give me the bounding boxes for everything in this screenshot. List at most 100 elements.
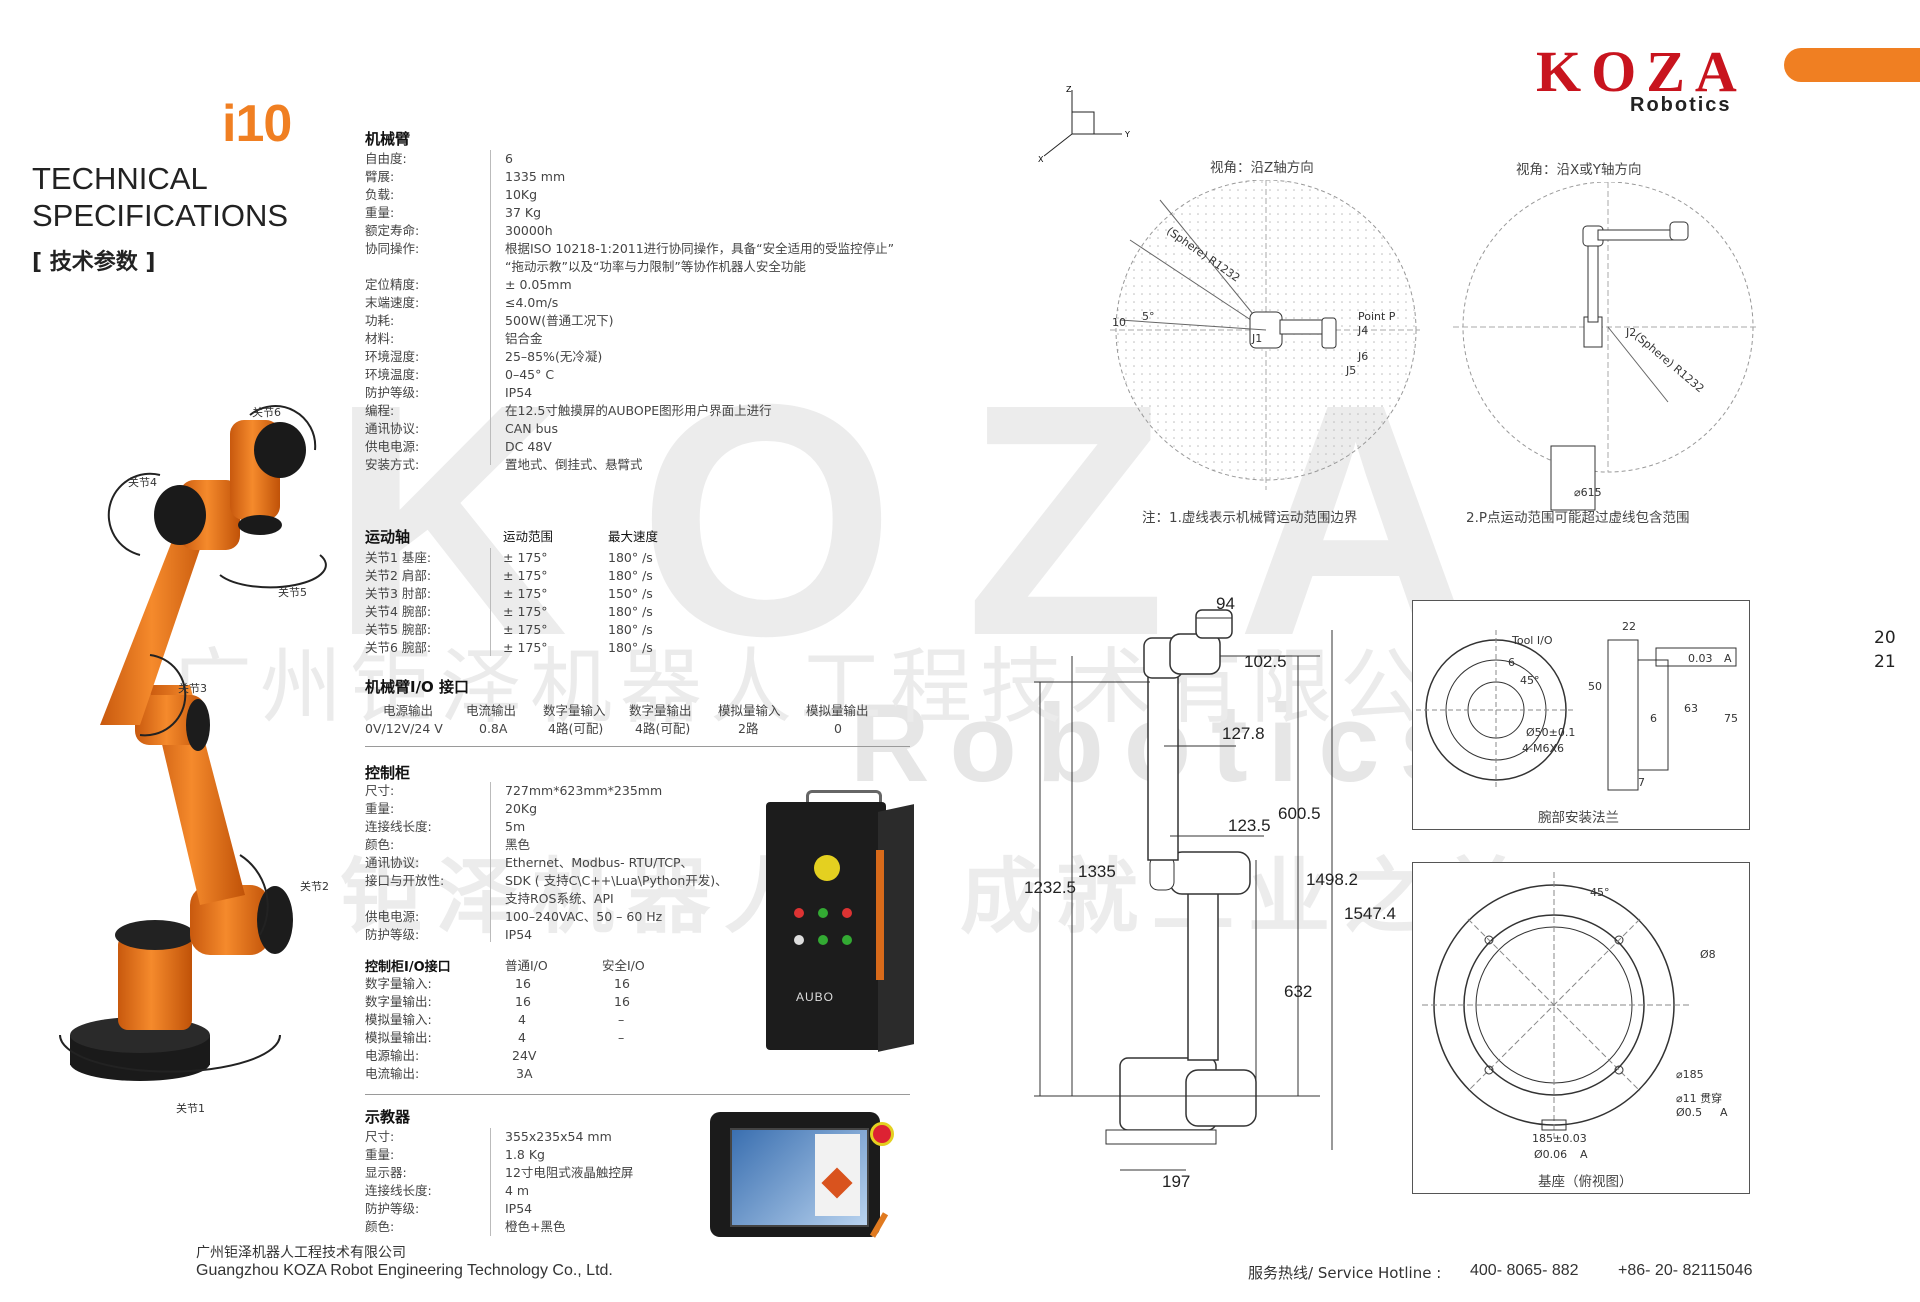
axis-speed: 180° /s xyxy=(608,604,653,619)
spec-value: 黑色 xyxy=(505,837,531,852)
flange-45: 45° xyxy=(1520,674,1540,687)
dim-102-5: 102.5 xyxy=(1244,652,1287,671)
dim-1335: 1335 xyxy=(1078,862,1116,881)
spec-value: ≤4.0m/s xyxy=(505,295,559,310)
io-label: 电源输出: xyxy=(365,1048,420,1063)
axis-speed: 180° /s xyxy=(608,622,653,637)
model-name: i10 xyxy=(222,95,292,153)
spec-label: 重量: xyxy=(365,205,395,220)
io-normal: 4 xyxy=(518,1012,526,1027)
brand-logo: KOZA Robotics xyxy=(1536,42,1766,122)
spec-label: 负载: xyxy=(365,187,395,202)
spec-value: 1.8 Kg xyxy=(505,1147,545,1162)
axis-label: 关节2 肩部: xyxy=(365,568,432,583)
spec-value: 根据ISO 10218-1:2011进行协同操作，具备“安全适用的受监控停止” xyxy=(505,241,895,256)
io-safety: – xyxy=(618,1030,625,1045)
io-header: 模拟量输出 xyxy=(806,703,869,718)
footer-company-en: Guangzhou KOZA Robot Engineering Technol… xyxy=(196,1262,613,1279)
spec-value: 727mm*623mm*235mm xyxy=(505,783,663,798)
title-line-2: SPECIFICATIONS xyxy=(32,198,289,233)
spec-value: ± 0.05mm xyxy=(505,277,572,292)
dim-197: 197 xyxy=(1162,1172,1191,1191)
spec-label: 显示器: xyxy=(365,1165,407,1180)
spec-label: 安装方式: xyxy=(365,457,420,472)
status-led-icon xyxy=(794,908,804,918)
axes-section-title: 运动轴 xyxy=(365,528,411,546)
spec-label: 定位精度: xyxy=(365,277,420,292)
spec-value: IP54 xyxy=(505,385,533,400)
dim-1547-4: 1547.4 xyxy=(1344,904,1396,923)
axis-speed: 150° /s xyxy=(608,586,653,601)
title-cn: [ 技术参数 ] xyxy=(32,250,156,275)
pendant-title: 示教器 xyxy=(365,1108,411,1126)
note-2: 2.P点运动范围可能超过虚线包含范围 xyxy=(1466,510,1690,526)
orange-tab xyxy=(1784,48,1920,82)
spec-value: 1335 mm xyxy=(505,169,566,184)
spec-label: 臂展: xyxy=(365,169,395,184)
spec-value: Ethernet、Modbus- RTU/TCP、 xyxy=(505,855,694,870)
axis-speed: 180° /s xyxy=(608,640,653,655)
io-label: 数字量输出: xyxy=(365,994,432,1009)
io-value: 4路(可配) xyxy=(548,721,604,736)
divider-cabinet xyxy=(365,1094,910,1095)
axis-range: ± 175° xyxy=(503,640,548,655)
base-datum: A xyxy=(1720,1106,1728,1119)
view-xy-caption: 视角：沿X或Y轴方向 xyxy=(1516,162,1642,178)
spec-value: 12寸电阻式液晶触控屏 xyxy=(505,1165,634,1180)
robot-illustration xyxy=(59,405,327,1081)
status-led-icon xyxy=(794,935,804,945)
flange-drawing xyxy=(1416,630,1737,791)
cabinet-io-col-normal: 普通I/O xyxy=(505,958,548,973)
dim-5-label: 5° xyxy=(1142,310,1155,323)
spec-label: 颜色: xyxy=(365,1219,395,1234)
spec-label: 接口与开放性: xyxy=(365,873,445,888)
base-dia185: ⌀185 xyxy=(1676,1068,1704,1081)
logo-wordmark: KOZA xyxy=(1536,39,1747,104)
dim-1498-2: 1498.2 xyxy=(1306,870,1358,889)
spec-label: 防护等级: xyxy=(365,927,420,942)
spec-label: 功耗: xyxy=(365,313,395,328)
dim-94: 94 xyxy=(1216,594,1235,613)
spec-value: “拖动示教”以及“功率与力限制”等协作机器人安全功能 xyxy=(505,259,806,274)
arm-section-title: 机械臂 xyxy=(365,130,411,148)
pendant-illustration xyxy=(710,1112,900,1242)
spec-value: 500W(普通工况下) xyxy=(505,313,614,328)
dia-615-label: ⌀615 xyxy=(1574,486,1602,499)
divider-arm-io xyxy=(365,746,910,747)
io-normal: 3A xyxy=(516,1066,533,1081)
status-led-icon xyxy=(842,908,852,918)
spec-label: 额定寿命: xyxy=(365,223,420,238)
title-line-1: TECHNICAL xyxy=(32,161,208,196)
flange-50: 50 xyxy=(1588,680,1602,693)
workspace-top-view xyxy=(1110,180,1420,490)
spec-label: 重量: xyxy=(365,801,395,816)
footer-phone-2: +86- 20- 82115046 xyxy=(1618,1262,1753,1279)
j5-label: J5 xyxy=(1346,364,1357,377)
cabinet-brand: AUBO xyxy=(796,990,835,1004)
io-header: 模拟量输入 xyxy=(718,703,781,718)
flange-m6: 4-M6X6 xyxy=(1522,742,1564,755)
cabinet-title: 控制柜 xyxy=(365,764,411,782)
svg-text:Z: Z xyxy=(1066,85,1072,94)
io-label: 电流输出: xyxy=(365,1066,420,1081)
axis-range: ± 175° xyxy=(503,568,548,583)
axis-label: 关节1 基座: xyxy=(365,550,432,565)
io-value: 0.8A xyxy=(479,721,508,736)
spec-label: 环境温度: xyxy=(365,367,420,382)
spec-value: 6 xyxy=(505,151,513,166)
joint-label-5: 关节5 xyxy=(278,586,307,599)
axis-range: ± 175° xyxy=(503,604,548,619)
arm-io-title: 机械臂I/O 接口 xyxy=(365,678,470,696)
workspace-side-view xyxy=(1453,182,1758,511)
joint-label-4: 关节4 xyxy=(128,476,157,489)
spec-label: 重量: xyxy=(365,1147,395,1162)
spec-label: 尺寸: xyxy=(365,1129,395,1144)
view-z-caption: 视角：沿Z轴方向 xyxy=(1210,160,1314,176)
flange-6: 6 xyxy=(1508,656,1515,669)
spec-value: 在12.5寸触摸屏的AUBOPE图形用户界面上进行 xyxy=(505,403,772,418)
spec-label: 尺寸: xyxy=(365,783,395,798)
dim-127-8: 127.8 xyxy=(1222,724,1265,743)
watermark-slogan-a: 钜泽机器人 xyxy=(340,850,821,945)
base-tol-05: Ø0.5 xyxy=(1676,1106,1703,1119)
spec-label: 材料: xyxy=(365,331,395,346)
